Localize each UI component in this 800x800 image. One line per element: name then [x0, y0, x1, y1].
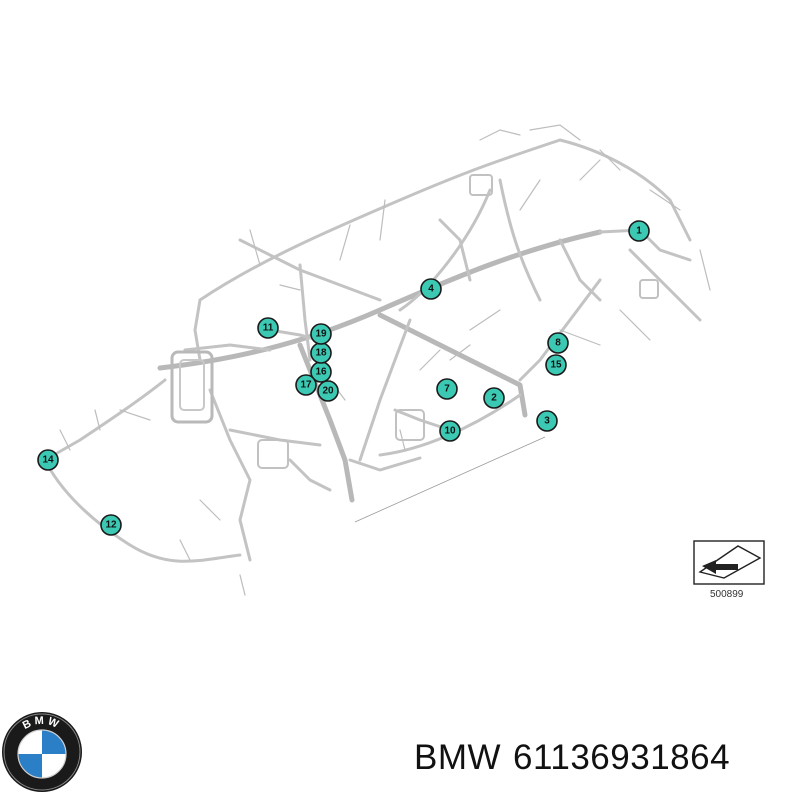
callout-12: 12 — [100, 514, 122, 536]
callout-14: 14 — [37, 449, 59, 471]
svg-text:4: 4 — [428, 284, 434, 295]
callout-18: 18 — [310, 342, 332, 364]
callout-10: 10 — [439, 420, 461, 442]
callout-1: 1 — [628, 220, 650, 242]
svg-text:17: 17 — [300, 380, 312, 391]
svg-text:2: 2 — [491, 393, 497, 404]
callout-20: 20 — [317, 380, 339, 402]
callout-11: 11 — [257, 317, 279, 339]
brand-name: BMW — [414, 738, 502, 777]
callout-4: 4 — [420, 278, 442, 300]
svg-text:3: 3 — [544, 416, 550, 427]
svg-text:15: 15 — [550, 360, 562, 371]
diagram-number: 500899 — [710, 589, 744, 600]
svg-text:7: 7 — [444, 384, 450, 395]
svg-text:14: 14 — [42, 455, 54, 466]
svg-text:20: 20 — [322, 386, 334, 397]
svg-text:10: 10 — [444, 426, 456, 437]
callout-7: 7 — [436, 378, 458, 400]
reference-line — [354, 436, 546, 523]
svg-text:1: 1 — [636, 226, 642, 237]
callout-3: 3 — [536, 410, 558, 432]
svg-text:BMW: BMW — [21, 715, 63, 732]
callout-17: 17 — [295, 374, 317, 396]
svg-text:16: 16 — [315, 367, 327, 378]
svg-text:11: 11 — [263, 323, 274, 334]
bmw-logo: BMW — [2, 712, 82, 792]
part-number: 61136931864 — [513, 738, 731, 777]
view-direction-icon — [693, 540, 765, 585]
svg-text:19: 19 — [315, 329, 327, 340]
wiring-harness — [43, 124, 711, 596]
svg-text:8: 8 — [555, 338, 561, 349]
callout-15: 15 — [545, 354, 567, 376]
svg-text:18: 18 — [315, 348, 327, 359]
part-number-label: BMW 61136931864 — [414, 738, 742, 778]
svg-text:12: 12 — [105, 520, 117, 531]
callout-2: 2 — [483, 387, 505, 409]
callout-19: 19 — [310, 323, 332, 345]
callout-8: 8 — [547, 332, 569, 354]
